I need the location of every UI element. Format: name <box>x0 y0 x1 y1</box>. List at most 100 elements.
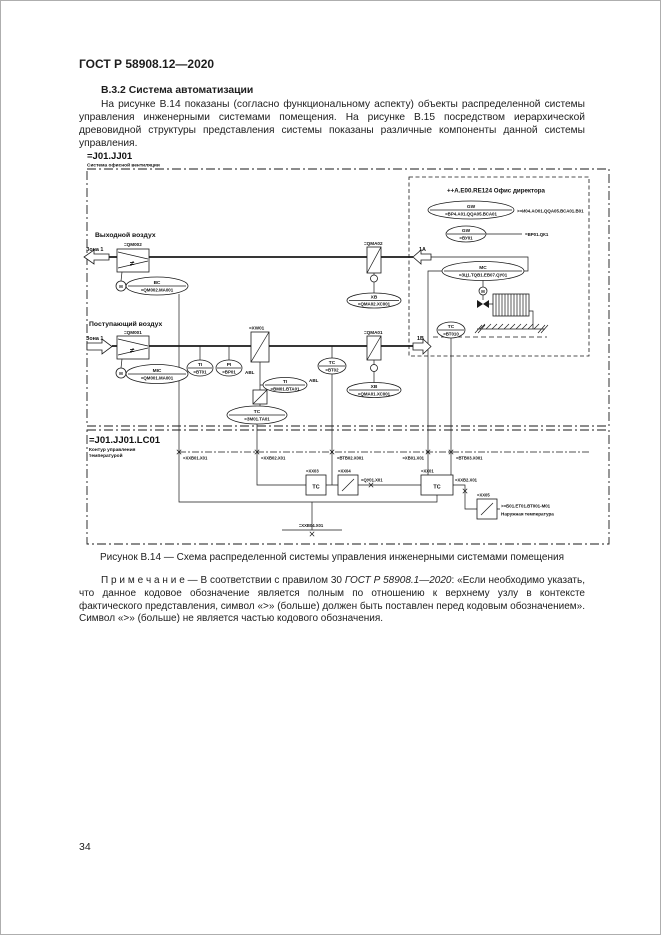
oval-code: =ЗЦ1.ТQВ1.ЕВ07.QУ01 <box>459 273 508 278</box>
oval-label: GW <box>462 228 471 234</box>
air-flow-arrows <box>83 249 432 355</box>
coil-tag: =ХW01 <box>249 326 265 331</box>
supply-fan-tag: =QМ001 <box>124 330 142 335</box>
oval-label: ВС <box>154 280 161 286</box>
oval-label: МС <box>479 265 487 271</box>
gw2-reference: =ВР01.QК1 <box>525 232 549 237</box>
note-paragraph: П р и м е ч а н и е — В соответствии с п… <box>79 575 585 626</box>
port-label: =ВТВ03.Х001 <box>456 456 483 461</box>
exhaust-zone-arrow-icon <box>83 249 110 265</box>
duct-port-label: 1B <box>417 336 424 342</box>
oval-code: =ВМ01.ВТА01 <box>271 387 301 392</box>
supply-air-label: Поступающий воздух <box>89 320 162 328</box>
system-frame <box>86 168 610 545</box>
doc-header: ГОСТ Р 58908.12—2020 <box>79 57 215 71</box>
oval-label: ТС <box>254 409 261 415</box>
note-text: — В соответствии с правилом 30 <box>184 575 345 586</box>
floor-hatch <box>474 323 549 334</box>
oval-label: ХВ <box>371 295 378 301</box>
oval-code: =ВР01 <box>222 370 236 375</box>
air-ducts <box>109 256 413 347</box>
oval-code: =ЗМ01.ТА01 <box>244 417 270 422</box>
wire-reference: =QУ01.Х01 <box>361 478 383 483</box>
block-tag: =ХХ04 <box>338 469 351 474</box>
controller-blocks <box>305 474 498 520</box>
gw1-reference: >=И04.АО01.QQА05.ВСА01.В01 <box>517 209 584 214</box>
room-supply-arrow-icon <box>412 338 432 355</box>
zone-label: Зона 1 <box>86 336 103 342</box>
room-exhaust-arrow-icon <box>412 249 432 265</box>
motor-icon <box>370 364 378 372</box>
valve-icon <box>477 300 489 308</box>
exhaust-damper-tag: =QМА02 <box>364 241 383 246</box>
page-number: 34 <box>79 841 91 853</box>
zone-label: Зона 1 <box>86 247 103 253</box>
oval-label: ХВ <box>371 384 378 390</box>
exhaust-fan-tag: =QМ002 <box>124 242 142 247</box>
motor-letter: М <box>119 284 123 289</box>
abl-label: АВL <box>309 378 319 383</box>
external-ref-label: Наружная температура <box>501 512 554 517</box>
figure-b14-diagram: =J01.JJ01 Система офисной вентиляции Вых… <box>83 151 610 545</box>
block-text: ТС <box>433 485 440 491</box>
fan-symbol: ≠ <box>130 259 135 268</box>
room-box <box>408 176 590 357</box>
section-heading: В.3.2 Система автоматизации <box>101 85 254 96</box>
oval-code: =ВТ01 <box>193 370 207 375</box>
oval-label: ТС <box>329 360 336 366</box>
exhaust-damper <box>366 246 382 283</box>
oval-code: =QМА01.ХС001 <box>358 392 391 397</box>
oval-label: GW <box>467 204 476 210</box>
exhaust-fan <box>115 248 150 292</box>
instrument-ovals <box>125 200 525 425</box>
motor-letter: М <box>119 371 123 376</box>
tc-block-2 <box>420 474 454 496</box>
abl-label: АВL <box>245 370 255 375</box>
oval-label: ТС <box>448 324 455 330</box>
block-tag: =ХХ01 <box>421 469 434 474</box>
oval-code: =ВТ010 <box>443 332 459 337</box>
supply-damper-tag: =QМА01 <box>364 330 383 335</box>
block-tag: =ХХ05 <box>477 493 490 498</box>
supply-damper <box>366 335 382 372</box>
oval-code: =QМ002.МА001 <box>141 288 174 293</box>
port-label: =ХХВ01.Х01 <box>183 456 208 461</box>
port-label: =ВТВ02.Х001 <box>337 456 364 461</box>
oval-code: =ВР4.А01.QQА05.ВСА01 <box>445 212 497 217</box>
body-paragraph: На рисунке В.14 показаны (согласно функц… <box>79 99 585 150</box>
exhaust-air-label: Выходной воздух <box>95 231 156 239</box>
motor-icon <box>370 274 378 283</box>
motor-icon <box>478 286 488 296</box>
oval-code: =QМА02.ХС001 <box>358 302 391 307</box>
oval-label: РI <box>227 362 232 368</box>
fan-symbol: ≠ <box>130 346 135 355</box>
heating-coil <box>250 331 270 405</box>
duct-port-label: 1A <box>419 247 426 253</box>
note-text: : «Если необходимо указать, что данное к… <box>79 575 585 625</box>
port-label: =ХВ01.Х01 <box>402 456 424 461</box>
oval-code: =ВУ01 <box>459 236 473 241</box>
loop-title: =J01.JJ01.LC01 <box>89 435 161 446</box>
oval-code: =ВТ02 <box>325 368 339 373</box>
system-subtitle: Система офисной вентиляции <box>87 162 160 169</box>
note-gost-reference: ГОСТ Р 58908.1—2020 <box>344 575 452 586</box>
room-header: ++А.Е00.RЕ124 Офис директора <box>447 188 546 195</box>
tc-block-1 <box>305 474 327 496</box>
room-radiator-circuit <box>433 286 549 338</box>
block-text: ТС <box>312 485 319 491</box>
oval-label: ТI <box>283 379 288 385</box>
port-x-marks <box>176 449 468 537</box>
system-title: =J01.JJ01 <box>87 151 133 162</box>
wire-reference: =ХХВ04.Х01 <box>299 523 324 528</box>
supply-zone-arrow-icon <box>86 338 113 355</box>
wire-reference: =ХХВ2.Х01 <box>455 478 478 483</box>
port-label: =ХХВ02.Х01 <box>261 456 286 461</box>
oval-code: =QМ001.МА001 <box>141 376 174 381</box>
block-tag: =ХХ03 <box>306 469 319 474</box>
motor-letter: М <box>481 289 485 294</box>
oval-label: МIС <box>153 368 162 374</box>
external-ref-code: >=Б01.ЕТ01.ВТ001-М01 <box>501 504 551 509</box>
oval-label: ТI <box>198 362 203 368</box>
loop-subtitle: температурой <box>89 452 123 459</box>
